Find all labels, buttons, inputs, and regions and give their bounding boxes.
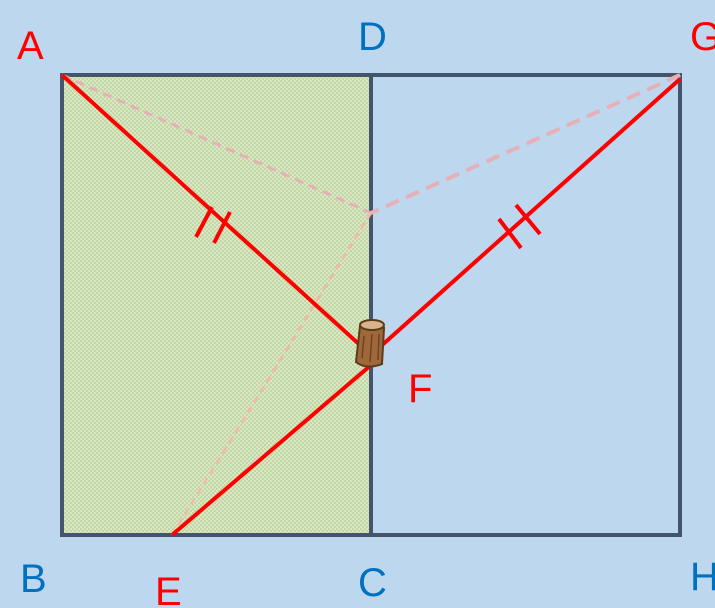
label-f: F: [408, 367, 432, 411]
label-b: B: [20, 557, 47, 601]
tree-stump-icon: [354, 319, 386, 368]
segment-af: [60, 73, 373, 357]
segment-ef: [170, 363, 373, 537]
label-g: G: [690, 15, 715, 59]
rectangle-dghc: [369, 73, 682, 537]
equal-tick-marks-fg: [497, 203, 542, 250]
dashed-line-a-to-reflection: [61, 73, 372, 215]
dashed-line-e-to-reflection: [170, 212, 373, 536]
label-c: C: [358, 561, 387, 605]
label-e: E: [155, 570, 182, 608]
rectangle-abcd: [60, 73, 373, 537]
dashed-line-g-to-reflection: [370, 73, 681, 215]
equal-tick-marks-af: [194, 206, 232, 244]
label-h: H: [690, 555, 715, 599]
label-d: D: [358, 15, 387, 59]
label-a: A: [17, 24, 44, 68]
